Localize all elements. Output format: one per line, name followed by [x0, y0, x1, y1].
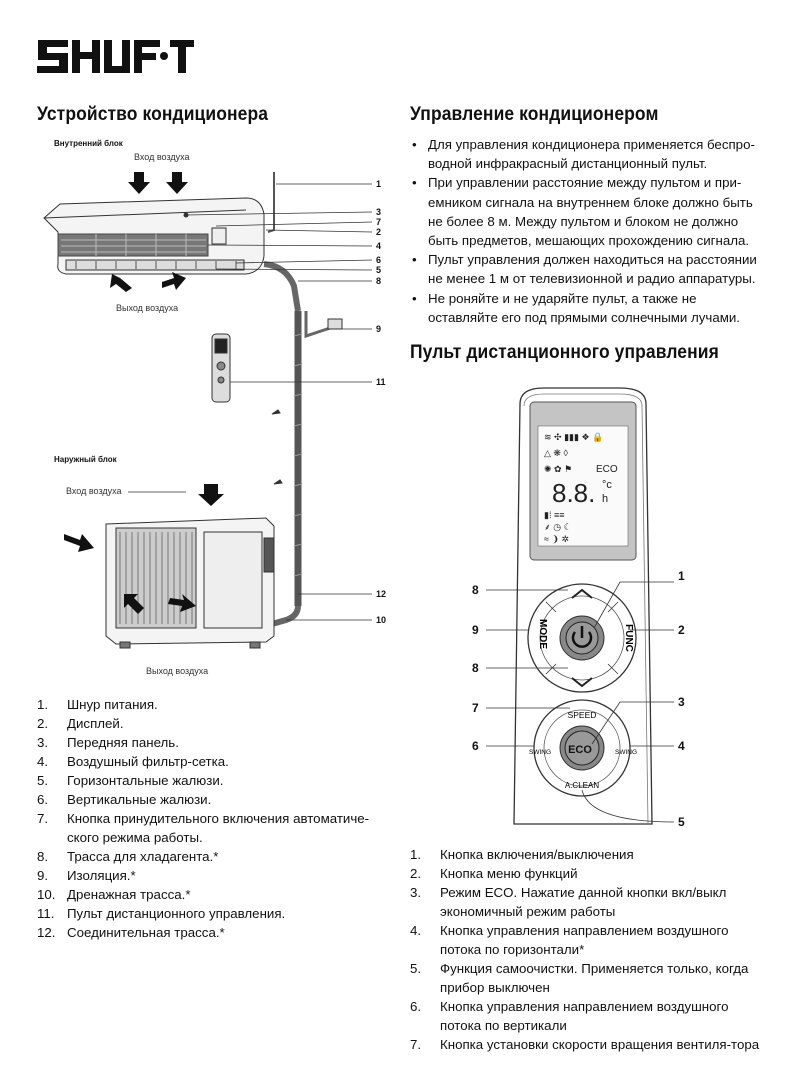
indoor-unit-drawing	[43, 172, 343, 649]
up-arrow-icon[interactable]	[571, 588, 593, 599]
remote-callout-5: 5	[678, 815, 685, 829]
callout-4: 4	[376, 241, 381, 251]
outdoor-air-in-label: Вход воздуха	[66, 486, 122, 496]
indoor-unit-label: Внутренний блок	[54, 139, 124, 148]
indoor-air-out-label: Выход воздуха	[116, 303, 178, 313]
svg-text:⸙ ◷ ☾: ⸙ ◷ ☾	[544, 522, 572, 532]
remote-callout-9: 9	[472, 623, 479, 637]
aclean-button[interactable]: A.CLEAN	[565, 781, 599, 790]
func-button[interactable]: FUNC	[623, 624, 634, 652]
callout-9: 9	[376, 324, 381, 334]
speed-button[interactable]: SPEED	[568, 710, 597, 720]
bullet-item: Пульт управления должен находиться на ра…	[410, 250, 768, 288]
svg-text:▮⁞ ≡≡: ▮⁞ ≡≡	[544, 510, 564, 520]
bullet-item: При управлении расстояние между пультом …	[410, 173, 768, 250]
display-digits: 8.8.	[552, 478, 595, 508]
display-eco-text: ECO	[596, 464, 618, 475]
remote-callout-2: 2	[678, 623, 685, 637]
list-item: 5.Горизонтальные жалюзи.	[37, 773, 224, 788]
remote-callout-6: 6	[472, 739, 479, 753]
list-item: 2.Дисплей.	[37, 716, 124, 731]
list-item: 3.Режим ECO. Нажатие данной кнопки вкл/в…	[410, 885, 727, 919]
callout-8: 8	[376, 276, 381, 286]
outdoor-air-out-label: Выход воздуха	[146, 666, 208, 676]
list-item: 12.Соединительная трасса.*	[37, 925, 225, 940]
brand-logo	[36, 34, 196, 80]
list-item: 7.Кнопка принудительного включения автом…	[37, 811, 370, 845]
list-item: 11.Пульт дистанционного управления.	[37, 906, 286, 921]
eco-button[interactable]: ECO	[568, 744, 592, 756]
list-item: 5.Функция самоочистки. Применяется тольк…	[410, 961, 749, 995]
remote-buttons-list: 1.Кнопка включения/выключения 2.Кнопка м…	[410, 845, 770, 1054]
callout-6: 6	[376, 255, 381, 265]
indoor-air-in-label: Вход воздуха	[134, 152, 190, 162]
callout-1: 1	[376, 179, 381, 189]
swing-vertical-button[interactable]: SWING	[529, 749, 551, 756]
list-item: 2.Кнопка меню функций	[410, 866, 578, 881]
left-section-title: Устройство кондиционера	[37, 104, 269, 125]
bullet-item: Для управления кондиционера применяется …	[410, 135, 768, 173]
remote-callout-8-top: 8	[472, 583, 479, 597]
right-section-title: Управление кондиционером	[410, 104, 659, 125]
callout-10: 10	[376, 615, 386, 625]
remote-callout-4: 4	[678, 739, 685, 753]
bullet-item: Не роняйте и не ударяйте пульт, а также …	[410, 289, 768, 327]
callout-2: 2	[376, 227, 381, 237]
list-item: 1.Шнур питания.	[37, 697, 158, 712]
callout-11: 11	[376, 377, 386, 387]
list-item: 1.Кнопка включения/выключения	[410, 847, 634, 862]
down-arrow-icon[interactable]	[571, 677, 593, 688]
svg-text:≈ ❩ ✲: ≈ ❩ ✲	[544, 534, 569, 544]
usage-bullets: Для управления кондиционера применяется …	[410, 135, 768, 327]
list-item: 4.Воздушный фильтр-сетка.	[37, 754, 229, 769]
aircon-installation-diagram: Вход воздуха Выход воздуха Вход воздуха …	[36, 136, 396, 681]
svg-text:≋ ✣ ▮▮▮ ❖ 🔒: ≋ ✣ ▮▮▮ ❖ 🔒	[544, 432, 603, 442]
power-icon[interactable]	[571, 626, 593, 648]
svg-text:✺ ✿ ⚑: ✺ ✿ ⚑	[544, 464, 572, 474]
callout-3: 3	[376, 207, 381, 217]
remote-section-title: Пульт дистанционного управления	[410, 342, 719, 363]
remote-callout-3: 3	[678, 695, 685, 709]
mode-button[interactable]: MODE	[537, 619, 548, 649]
callout-5: 5	[376, 265, 381, 275]
list-item: 7.Кнопка установки скорости вращения вен…	[410, 1037, 760, 1052]
svg-text:△ ❋ ◊: △ ❋ ◊	[544, 448, 568, 458]
list-item: 4.Кнопка управления направлением воздушн…	[410, 923, 729, 957]
list-item: 8.Трасса для хладагента.*	[37, 849, 219, 864]
display-unit-h: h	[602, 493, 608, 505]
list-item: 3.Передняя панель.	[37, 735, 179, 750]
remote-callout-1: 1	[678, 569, 685, 583]
list-item: 6.Вертикальные жалюзи.	[37, 792, 212, 807]
list-item: 9.Изоляция.*	[37, 868, 136, 883]
callout-7: 7	[376, 217, 381, 227]
swing-horizontal-button[interactable]: SWING	[615, 749, 637, 756]
callout-12: 12	[376, 589, 386, 599]
remote-control-diagram: ≋ ✣ ▮▮▮ ❖ 🔒 △ ❋ ◊ ✺ ✿ ⚑ ECO 8.8. °c h ▮⁞…	[460, 384, 700, 834]
remote-callout-7: 7	[472, 701, 479, 715]
list-item: 10.Дренажная трасса.*	[37, 887, 191, 902]
remote-callout-8-bottom: 8	[472, 661, 479, 675]
components-list: 1.Шнур питания. 2.Дисплей. 3.Передняя па…	[37, 695, 387, 942]
list-item: 6.Кнопка управления направлением воздушн…	[410, 999, 729, 1033]
display-unit-c: °c	[602, 479, 612, 491]
outdoor-unit-label: Наружный блок	[54, 455, 118, 464]
